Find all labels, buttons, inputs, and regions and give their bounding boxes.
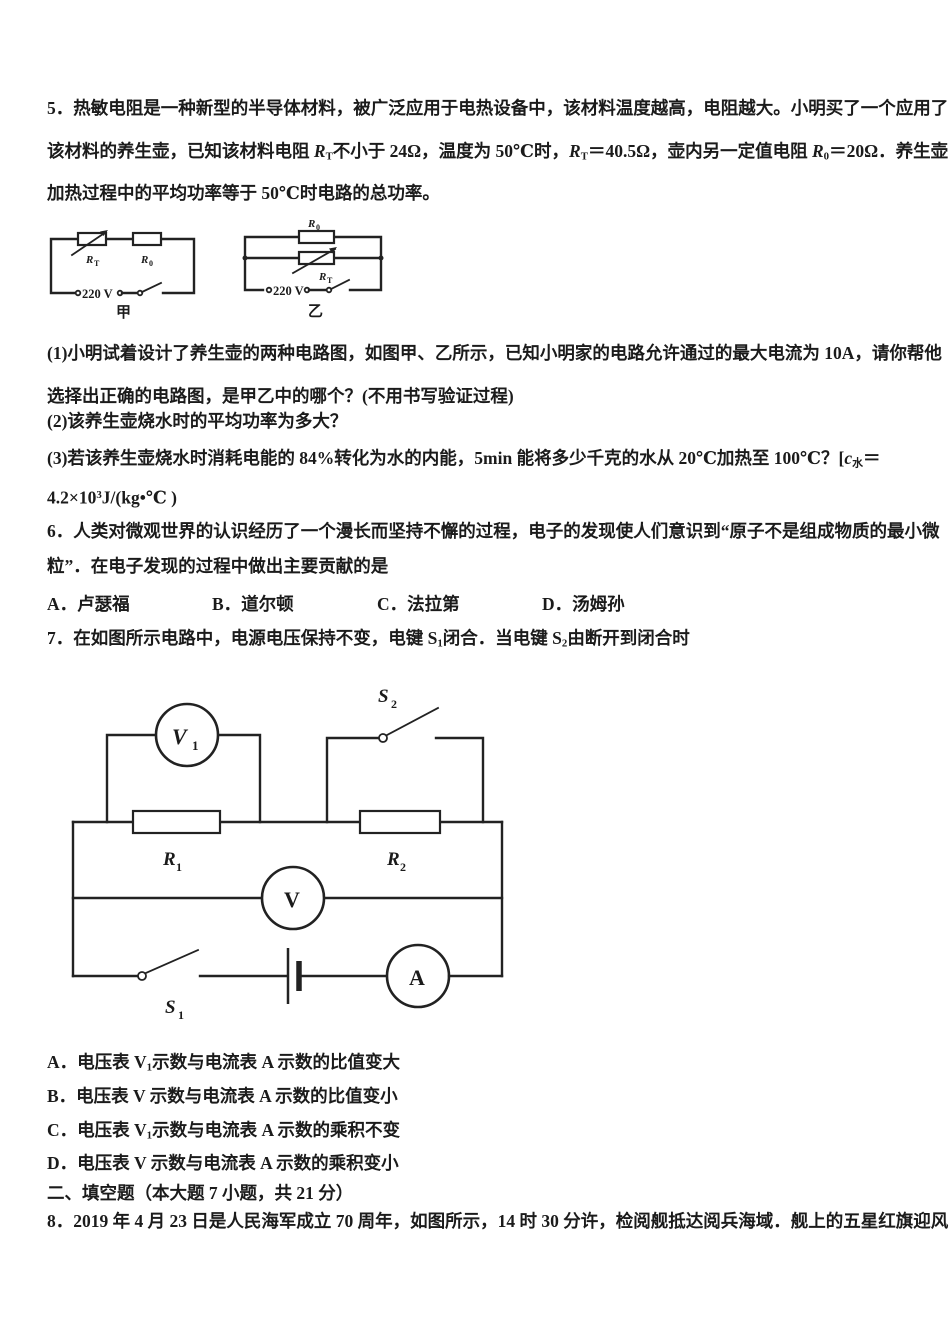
q7-switch-s2-pivot (378, 733, 388, 743)
jia-switch-lever (140, 281, 163, 294)
q7-s2-letter: S (378, 686, 389, 707)
q7-text: 7．在如图所示电路中，电源电压保持不变，电键 S1闭合．当电键 S2由断开到闭合… (47, 628, 690, 650)
q7-resistor-r1 (131, 809, 222, 835)
q7-voltmeter-v (260, 865, 326, 931)
q6-option-c: C．法拉第 (377, 594, 460, 614)
q7-option-c: C．电压表 V1示数与电流表 A 示数的乘积不变 (47, 1120, 400, 1142)
circuit-diagram-yi: R 0 R T 220 V 乙 (242, 218, 384, 320)
q5-part3-line-1: (3)若该养生壶烧水时消耗电能的 84%转化为水的内能，5min 能将多少千克的… (47, 448, 881, 470)
q6-option-d: D．汤姆孙 (542, 594, 625, 614)
jia-rt-label: R (85, 254, 93, 266)
q5-line-3: 加热过程中的平均功率等于 50℃时电路的总功率。 (47, 183, 440, 203)
q7-s2-left-wire (325, 736, 380, 824)
yi-rt-label: R (318, 271, 326, 283)
yi-rt-sub: T (327, 276, 333, 285)
q5-line-2: 该材料的养生壶，已知该材料电阻 RT不小于 24Ω，温度为 50℃时，RT＝40… (47, 141, 949, 163)
yi-caption: 乙 (308, 304, 323, 320)
yi-junction-left (242, 255, 248, 261)
q5-part2-line: (2)该养生壶烧水时的平均功率为多大？ (47, 411, 348, 431)
yi-right-wires (332, 235, 383, 292)
q7-option-d: D．电压表 V 示数与电流表 A 示数的乘积变小 (47, 1153, 399, 1173)
q7-v1-right-wire (215, 733, 262, 824)
q7-r2-label: R (386, 849, 400, 870)
yi-junction-right (378, 255, 384, 261)
q7-voltmeter-v1 (154, 702, 220, 768)
yi-thermistor-resistor (297, 250, 336, 266)
yi-left-wires (243, 235, 301, 292)
yi-thermistor-arrowhead (329, 247, 337, 254)
yi-voltage-label: 220 V (273, 284, 304, 298)
q7-option-a: A．电压表 V1示数与电流表 A 示数的比值变大 (47, 1052, 400, 1074)
yi-r0-label: R (307, 218, 315, 230)
q7-r1-label: R (162, 849, 176, 870)
q7-r1-sub: 1 (176, 860, 182, 874)
q7-switch-s2-lever (385, 706, 440, 737)
q7-v-letter: V (284, 887, 300, 912)
circuit-diagram-q7: V 1 S 2 R 1 R 2 V S 1 A (71, 686, 504, 1022)
q7-s1-letter: S (165, 997, 176, 1018)
jia-voltage-label: 220 V (82, 287, 113, 301)
q7-s1-sub: 1 (178, 1008, 184, 1022)
q5-part1-line-2: 选择出正确的电路图，是甲乙中的哪个？(不用书写验证过程) (47, 386, 514, 406)
jia-r0-sub: 0 (149, 259, 153, 268)
q7-option-b: B．电压表 V 示数与电流表 A 示数的比值变小 (47, 1086, 398, 1106)
yi-switch-lever (329, 278, 351, 291)
q7-a-letter: A (409, 965, 425, 990)
q5-part1-line-1: (1)小明试着设计了养生壶的两种电路图，如图甲、乙所示，已知小明家的电路允许通过… (47, 343, 942, 363)
q7-resistor-r2 (358, 809, 442, 835)
jia-right-wires (159, 237, 196, 295)
q7-v1-sub: 1 (192, 738, 199, 753)
q5-line-1: 5．热敏电阻是一种新型的半导体材料，被广泛应用于电热设备中，该材料温度越高，电阻… (47, 98, 949, 118)
yi-fixed-resistor (297, 229, 336, 245)
q7-switch-s1-pivot (137, 971, 147, 981)
q8-line-1: 8．2019 年 4 月 23 日是人民海军成立 70 周年，如图所示，14 时… (47, 1211, 949, 1231)
circuit-diagram-jia: R T R 0 220 V 甲 (49, 230, 196, 321)
q7-s2-sub: 2 (391, 697, 397, 711)
yi-thermistor-arrow (291, 247, 337, 275)
q6-line-2: 粒”．在电子发现的过程中做出主要贡献的是 (47, 556, 389, 576)
q6-option-a: A．卢瑟福 (47, 594, 130, 614)
jia-thermistor-arrow (70, 230, 108, 257)
section-2-header: 二、填空题（本大题 7 小题，共 21 分） (47, 1183, 354, 1203)
jia-caption: 甲 (116, 304, 131, 321)
q6-option-b: B．道尔顿 (212, 594, 294, 614)
q7-s2-right-wire (434, 736, 485, 824)
q7-v1-letter: V (172, 724, 189, 749)
q7-r2-sub: 2 (400, 860, 406, 874)
jia-rt-sub: T (94, 259, 100, 268)
jia-thermistor-arrowhead (100, 230, 108, 236)
jia-terminal-left (74, 289, 82, 297)
q7-switch-s1-lever (144, 948, 200, 975)
jia-r0-label: R (140, 254, 148, 266)
q6-line-1: 6．人类对微观世界的认识经历了一个漫长而坚持不懈的过程，电子的发现使人们意识到“… (47, 521, 940, 541)
yi-terminal-left (265, 286, 273, 294)
jia-left-wires (49, 237, 80, 295)
q5-part3-line-2: 4.2×103J/(kg•℃ ) (47, 487, 178, 508)
yi-r0-sub: 0 (316, 223, 320, 232)
jia-fixed-resistor (131, 231, 163, 247)
q7-v1-left-wire (105, 733, 159, 824)
